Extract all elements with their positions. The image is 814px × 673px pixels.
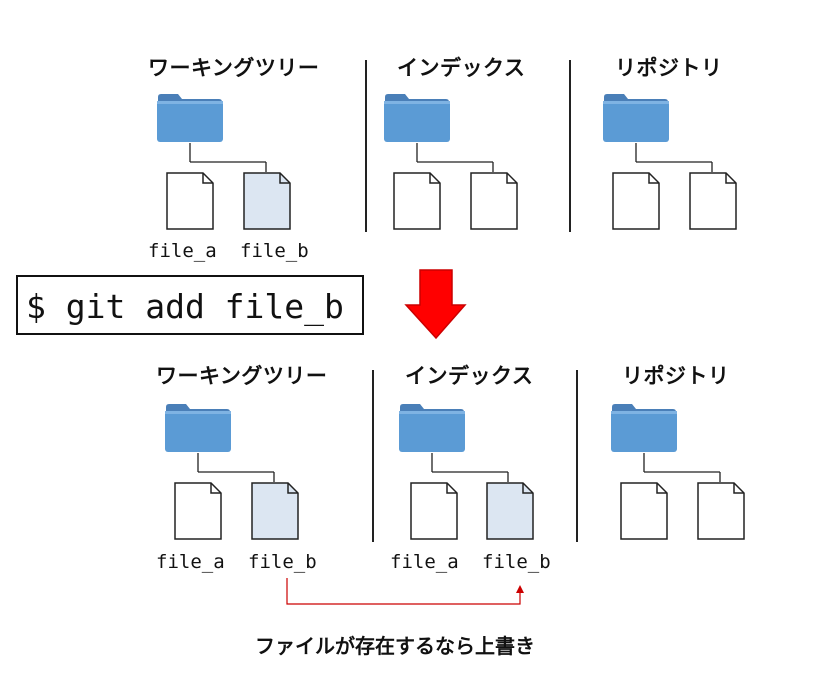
file-icon — [470, 172, 518, 230]
bottom-wt-file-a-label: file_a — [156, 551, 225, 573]
top-working-tree-heading: ワーキングツリー — [148, 56, 320, 80]
folder-icon — [384, 94, 450, 142]
bottom-working-tree-group — [165, 404, 299, 540]
divider — [569, 60, 571, 232]
folder-icon — [399, 404, 465, 452]
folder-icon — [157, 94, 223, 142]
top-index-heading: インデックス — [397, 56, 526, 80]
divider — [365, 60, 367, 232]
file-icon — [174, 482, 222, 540]
file-icon — [393, 172, 441, 230]
down-arrow-icon — [404, 269, 467, 340]
bottom-repository-heading: リポジトリ — [622, 364, 730, 388]
top-repository-heading: リポジトリ — [615, 56, 723, 80]
file-icon — [251, 482, 299, 540]
bottom-wt-file-b-label: file_b — [248, 551, 317, 573]
file-icon — [697, 482, 745, 540]
bottom-idx-file-a-label: file_a — [390, 551, 459, 573]
bottom-working-tree-heading: ワーキングツリー — [156, 364, 328, 388]
file-icon — [166, 172, 214, 230]
top-repository-group — [603, 94, 737, 230]
folder-icon — [611, 404, 677, 452]
folder-icon — [603, 94, 669, 142]
divider — [576, 370, 578, 542]
file-icon — [243, 172, 291, 230]
file-icon — [612, 172, 660, 230]
file-icon — [410, 482, 458, 540]
bottom-repository-group — [611, 404, 745, 540]
file-icon — [689, 172, 737, 230]
top-file-a-label: file_a — [148, 240, 217, 262]
bottom-index-group — [399, 404, 534, 540]
bottom-index-heading: インデックス — [405, 364, 534, 388]
top-file-b-label: file_b — [240, 240, 309, 262]
overwrite-note: ファイルが存在するなら上書き — [255, 634, 535, 658]
file-icon — [486, 482, 534, 540]
command-box: $ git add file_b — [16, 275, 364, 335]
overwrite-connector — [286, 578, 524, 605]
command-text: $ git add file_b — [26, 287, 344, 326]
top-working-tree-group — [157, 94, 291, 230]
file-icon — [620, 482, 668, 540]
folder-icon — [165, 404, 231, 452]
bottom-idx-file-b-label: file_b — [482, 551, 551, 573]
divider — [372, 370, 374, 542]
top-index-group — [384, 94, 518, 230]
